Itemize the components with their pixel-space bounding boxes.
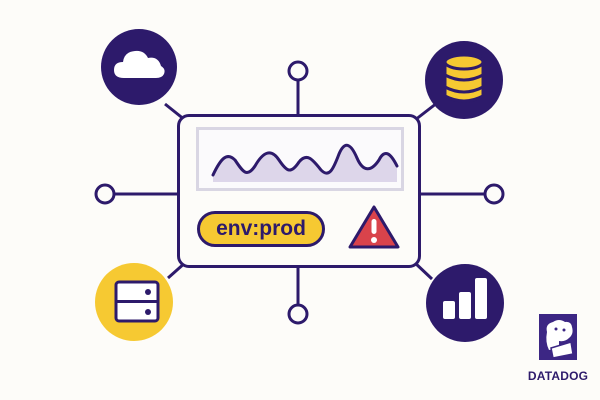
- database-icon: [443, 53, 485, 103]
- cloud-node: [101, 29, 177, 105]
- server-icon: [114, 280, 160, 323]
- server-node: [95, 263, 173, 341]
- env-tag[interactable]: env:prod: [197, 211, 325, 247]
- datadog-wordmark: DATADOG: [527, 369, 589, 383]
- warning-triangle-icon: [348, 205, 400, 249]
- datadog-logo: DATADOG: [526, 312, 590, 383]
- monitor-card: env:prod: [177, 114, 421, 268]
- timeseries-chart: [196, 127, 404, 191]
- datadog-dog-icon: [539, 314, 577, 360]
- bar-chart-icon: [443, 278, 487, 319]
- cloud-icon: [114, 50, 165, 78]
- database-node: [425, 41, 503, 119]
- line-wave-chart: [211, 143, 399, 182]
- bar-chart-node: [426, 264, 504, 342]
